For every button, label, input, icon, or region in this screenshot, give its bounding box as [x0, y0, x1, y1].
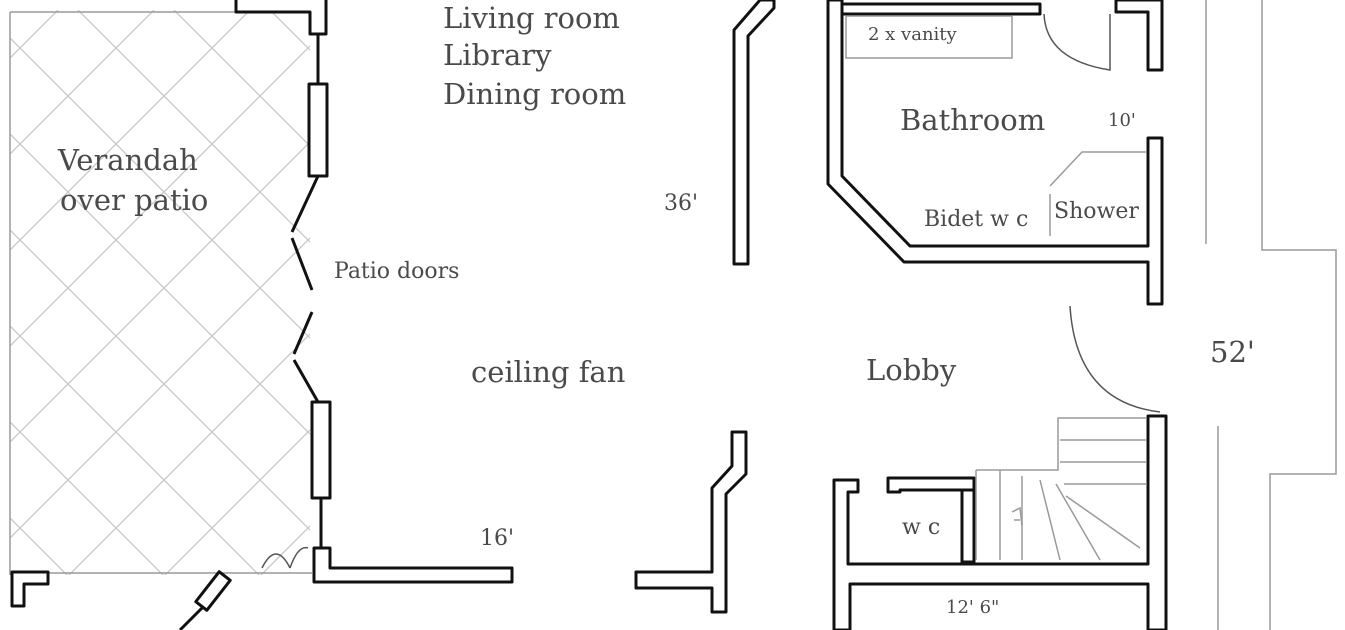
hatch-line: [10, 325, 260, 575]
hatch-line: [10, 421, 164, 575]
dimension-52: 52': [1210, 335, 1255, 369]
vanity-counter: [845, 15, 1013, 59]
wall-central-upper: [732, 0, 776, 266]
staircase: [975, 417, 1146, 561]
label-wc: w c: [902, 515, 940, 540]
label-verandah: Verandah: [57, 143, 198, 177]
dimension-36: 36': [664, 191, 698, 216]
wall-bathroom-top: [840, 2, 1042, 16]
label-vanity: 2 x vanity: [868, 24, 958, 45]
hatch-line: [10, 141, 310, 443]
hatch-line: [0, 0, 36, 630]
patio-door-leaf-4: [292, 359, 320, 403]
wall-bathroom-outer: [826, 0, 1164, 306]
gate-post: [194, 570, 232, 612]
hatch-line: [10, 133, 310, 435]
hatch-line: [10, 517, 68, 575]
wall-wc-right: [960, 488, 976, 564]
lobby-door-swing: [1069, 305, 1161, 413]
label-ceiling-fan: ceiling fan: [471, 355, 625, 389]
window-upper: [307, 82, 329, 178]
verandah-door-swing: [261, 546, 309, 569]
wall-bottom-left-corner: [10, 570, 50, 608]
label-living-room: Living room: [443, 1, 620, 35]
hatch-line: [10, 229, 310, 531]
label-shower: Shower: [1054, 199, 1139, 224]
corridor-wall-right: [1261, 0, 1337, 630]
hatch-line: [164, 429, 310, 575]
hatch-line: [548, 0, 1188, 630]
hatch-line: [10, 37, 310, 339]
wall-central-lower: [634, 430, 748, 614]
hatch-line: [932, 0, 1345, 630]
label-lobby: Lobby: [866, 353, 957, 387]
window-lower: [310, 400, 332, 500]
dimension-10: 10': [1108, 110, 1136, 131]
label-library: Library: [443, 38, 552, 72]
bathroom-door-swing: [1043, 13, 1111, 71]
hatch-line: [10, 237, 310, 539]
wall-wc-top: [886, 476, 976, 494]
hatch-line: [10, 10, 251, 251]
label-over-patio: over patio: [60, 183, 208, 217]
label-bathroom: Bathroom: [900, 103, 1045, 137]
patio-door-leaf-1: [290, 175, 320, 233]
hatch-line: [77, 10, 310, 243]
hatch-line: [10, 10, 155, 155]
patio-door-leaf-3: [292, 311, 314, 355]
label-bidet-wc: Bidet w c: [924, 207, 1028, 232]
hatch-line: [10, 45, 310, 347]
shower-enclosure: [1049, 151, 1146, 236]
wall-bottom-left: [312, 546, 514, 584]
hatch-line: [68, 333, 310, 575]
dimension-16: 16': [480, 526, 514, 551]
wall-bathroom-top-right: [1114, 0, 1164, 72]
dimension-12-6: 12' 6": [946, 597, 999, 618]
label-patio-doors: Patio doors: [334, 259, 459, 284]
hatch-line: [173, 10, 310, 147]
label-dining-room: Dining room: [443, 77, 626, 111]
wall-top-left-corner: [234, 0, 328, 36]
hatch-line: [260, 525, 310, 575]
wall-lower-right-a: [832, 414, 1168, 630]
patio-door-leaf-2: [290, 237, 314, 291]
